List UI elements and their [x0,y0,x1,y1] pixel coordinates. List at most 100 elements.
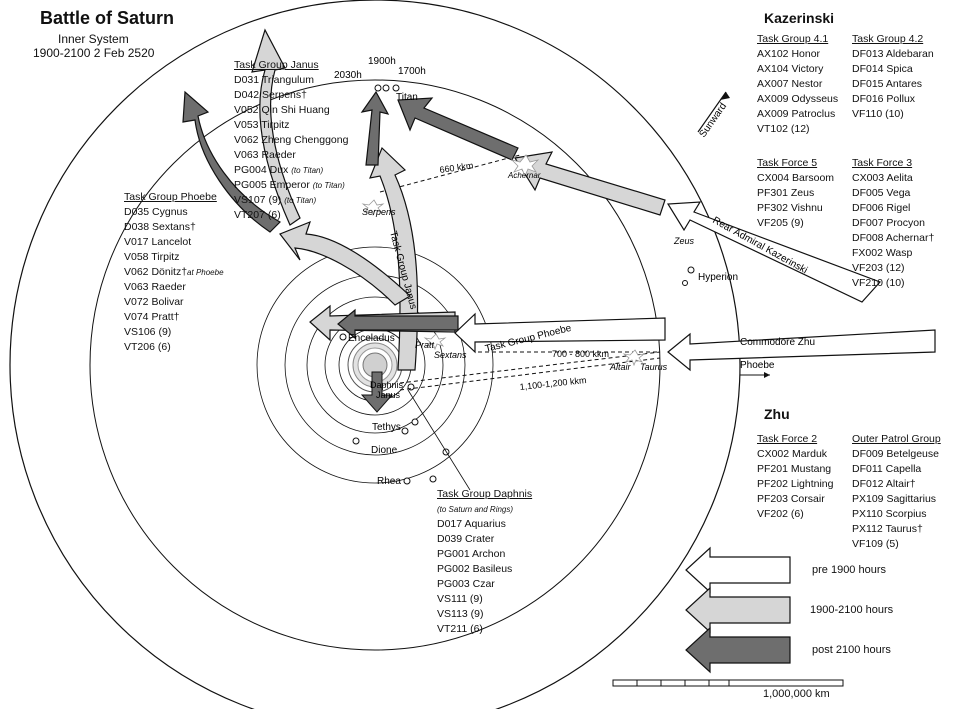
arrow-post-enceladus [337,308,459,340]
group-tf5: Task Force 5 CX004 Barsoom PF301 Zeus PF… [757,156,834,231]
group-row: VT102 (12) [757,123,810,135]
label-tethys: Tethys [372,422,401,433]
group-row: CX002 Marduk [757,448,828,460]
group-row-text: V062 Dönitz† [124,266,188,278]
group-row: DF009 Betelgeuse [852,448,939,460]
arrow-janus-upper-mid [251,28,301,226]
dist-1100-line-b [399,357,661,391]
label-serpens: Serpens [362,207,396,217]
group-outer-patrol: Outer Patrol Group DF009 Betelgeuse DF01… [852,432,941,552]
arrow-kaz-mid [514,151,666,216]
phoebe-direction-head [764,372,770,378]
group-row: PF301 Zeus [757,187,815,199]
group-row: AX102 Honor [757,48,821,60]
group-row: DF013 Aldebaran [852,48,934,60]
group-row: D035 Cygnus [124,206,188,218]
group-row: V072 Bolivar [124,296,184,308]
enceladus-moon [339,333,347,341]
tethys-moon-2 [411,418,419,426]
legend-arrow-post [685,626,791,674]
tethys-moon [401,427,409,435]
group-row: PX110 Scorpius [852,508,927,520]
group-row: DF007 Procyon [852,217,925,229]
arrow-post-phoebe [182,90,281,233]
daphnis-pointer [407,389,471,491]
rhea-moon [403,477,411,485]
group-daphnis-name: Task Group Daphnis [437,488,533,500]
achernar-burst [510,154,540,178]
arrow-arc-mid [279,220,411,306]
label-taurus: Taurus [640,362,668,372]
arrow-zhu [667,329,936,372]
group-row-note: (to Titan) [291,166,324,175]
group-row: FX002 Wasp [852,247,913,259]
pratt-burst [423,333,447,351]
group-row: VS107 (9) (to Titan) [234,193,348,208]
group-row-text: PG005 Emperor [234,179,310,191]
label-altair: Altair [609,362,632,372]
arrow-post-serpens [360,90,390,166]
group-daphnis: Task Group Daphnis (to Saturn and Rings)… [437,487,532,637]
group-row: PG004 Dux (to Titan) [234,163,348,178]
label-rhea: Rhea [377,476,401,487]
group-row: D038 Sextans† [124,221,196,233]
arrow-post-titan [397,97,519,161]
group-row: AX104 Victory [757,63,824,75]
titan-moon-a [374,84,382,92]
label-arrow-zhu: Commodore Zhu [740,337,815,348]
group-row: V062 Dönitz†at Phoebe [124,265,224,280]
group-row: PX109 Sagittarius [852,493,937,505]
group-row: V017 Lancelot [124,236,192,248]
group-row: DF005 Vega [852,187,911,199]
group-row: VF210 (10) [852,277,905,289]
group-row: PF302 Vishnu [757,202,823,214]
group-row: VS111 (9) [437,593,483,605]
group-phoebe: Task Group Phoebe D035 Cygnus D038 Sexta… [124,190,224,355]
group-row: V063 Raeder [234,149,296,161]
group-tf2: Task Force 2 CX002 Marduk PF201 Mustang … [757,432,833,522]
group-row: DF012 Altair† [852,478,916,490]
label-enceladus: Enceladus [348,333,395,344]
group-row: VS106 (9) [124,326,172,338]
group-row: V074 Pratt† [124,311,180,323]
label-dist-700: 700 - 800 kkm [552,349,609,359]
arrow-kazerinski [666,201,882,303]
group-row: D031 Triangulum [234,74,314,86]
altair-burst [622,349,646,367]
group-row: DF015 Antares [852,78,923,90]
group-row-note: at Phoebe [187,268,224,277]
group-row: AX007 Nestor [757,78,823,90]
group-row-text: PG004 Dux [234,164,289,176]
label-sextans: Sextans [434,350,467,360]
legend-arrow-mid [685,586,791,634]
legend-arrow-pre [685,546,791,594]
group-row: AX009 Odysseus [757,93,839,105]
label-dist-660: 660 kkm [439,160,474,175]
serpens-burst [361,199,385,217]
group-row: DF011 Capella [852,463,922,475]
group-tg41-name: Task Group 4.1 [757,33,829,45]
label-janus: Janus [376,390,401,400]
hyperion-moon-b [682,280,688,286]
label-1700h: 1700h [398,66,426,77]
group-row: V052 Qin Shi Huang [234,104,330,116]
group-row: DF008 Achernar† [852,232,935,244]
group-row-note: (to Titan) [312,181,345,190]
subtitle-date: 1900-2100 2 Feb 2520 [33,46,155,60]
group-row: VT207 (6) [234,209,281,221]
hyperion-moon [687,266,695,274]
label-sunward: Sunward [697,101,729,140]
group-row: V053 Tirpitz [234,119,290,131]
group-janus-name: Task Group Janus [234,59,319,71]
label-zeus: Zeus [673,236,695,246]
legend-pre-label: pre 1900 hours [812,564,886,576]
group-tg41: Task Group 4.1 AX102 Honor AX104 Victory… [757,32,838,137]
group-row: VF109 (5) [852,538,899,550]
label-2030h: 2030h [334,70,362,81]
group-row: D042 Serpens† [234,89,307,101]
group-row: VF205 (9) [757,217,804,229]
page-title: Battle of Saturn [40,8,175,28]
group-row: PF203 Corsair [757,493,825,505]
group-row: PG003 Czar [437,578,495,590]
sunward-arrowhead [720,92,730,100]
